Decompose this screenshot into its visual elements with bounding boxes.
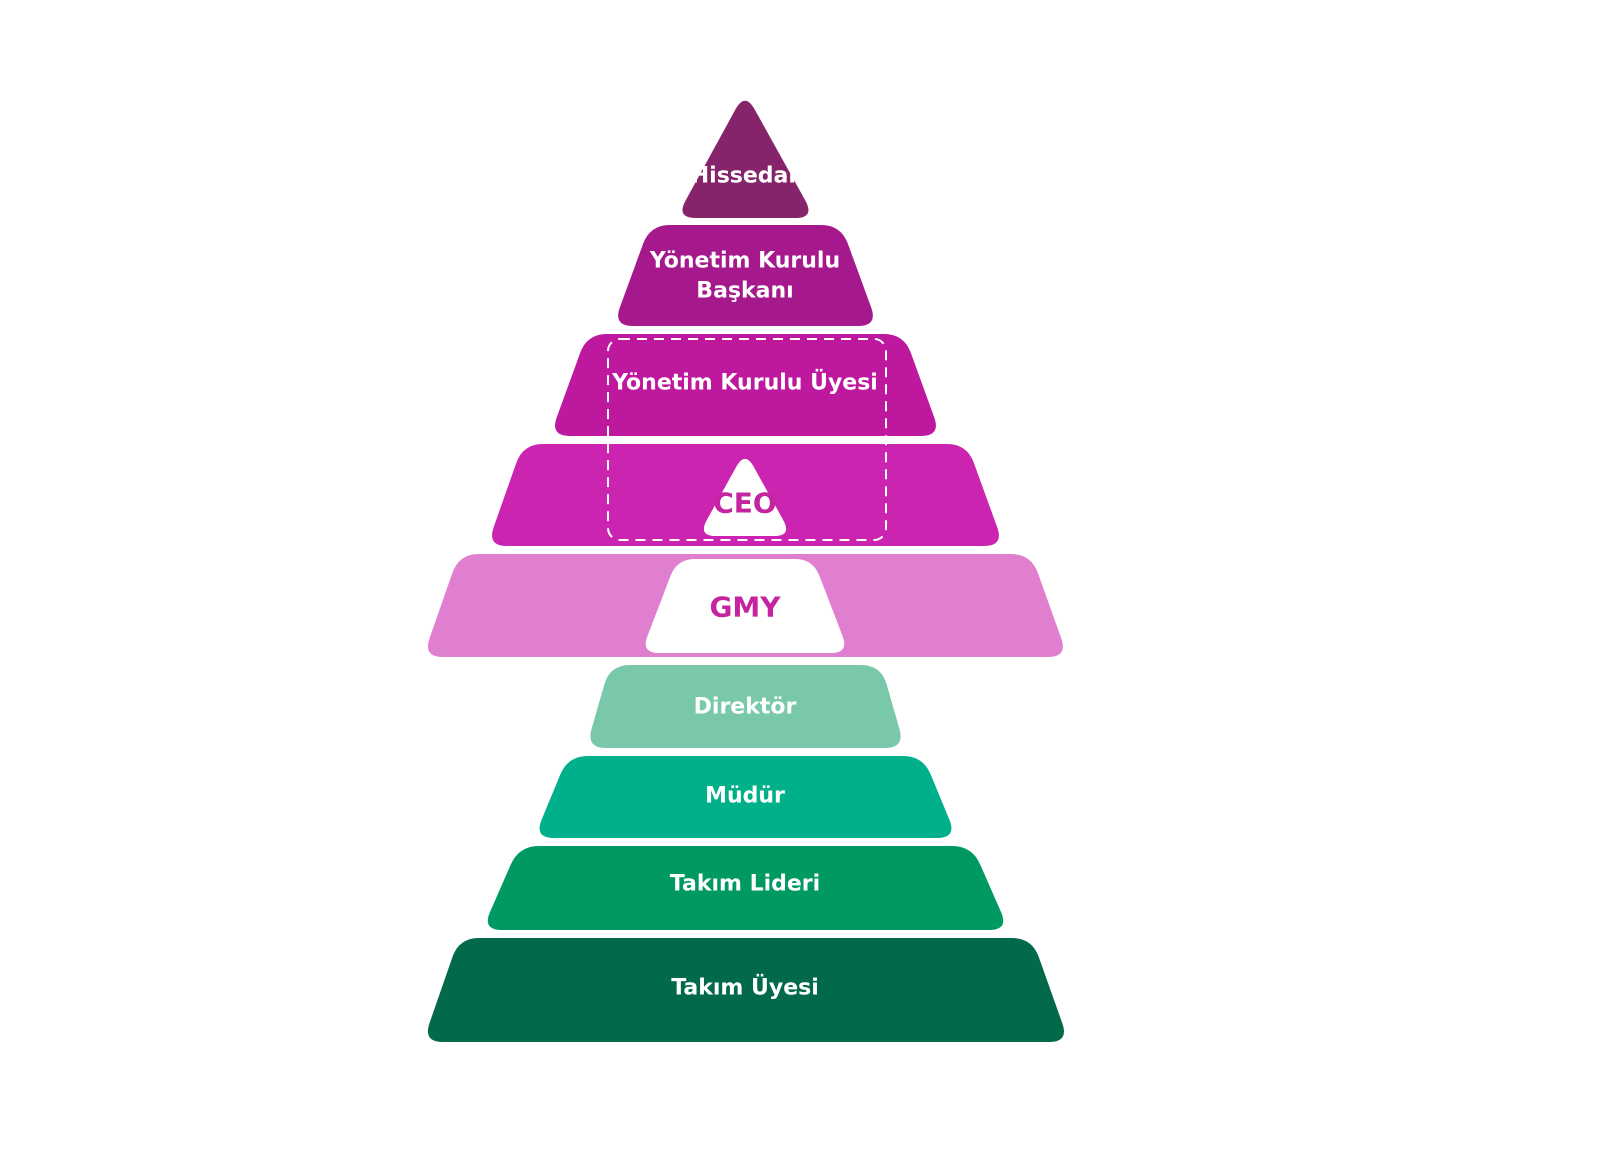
tier-direktor (590, 665, 901, 748)
tier-takim-uyesi (427, 938, 1064, 1042)
tier-label-yk-baskani-2: Başkanı (696, 279, 793, 304)
gmy-label: GMY (709, 591, 781, 624)
tier-label-direktor: Direktör (694, 695, 797, 720)
tier-label-mudur: Müdür (705, 784, 785, 809)
tier-label-takim-uyesi: Takım Üyesi (671, 975, 819, 1001)
tier-mudur (539, 756, 952, 838)
tier-label-yk-uyesi: Yönetim Kurulu Üyesi (611, 370, 878, 396)
tier-hissedar (682, 100, 809, 218)
tier-takim-lideri (487, 846, 1004, 930)
tier-label-hissedar: Hissedar (691, 164, 800, 189)
inner-layer: CEO GMY (607, 338, 887, 653)
tier-label-yk-baskani-1: Yönetim Kurulu (649, 249, 840, 274)
tier-yk-uyesi (555, 334, 936, 436)
tier-label-takim-lideri: Takım Lideri (670, 872, 820, 897)
board-ceo-dashed-group (607, 338, 887, 541)
ceo-label: CEO (713, 487, 776, 520)
ceo-shape (703, 458, 787, 536)
tier-yk-baskani (618, 225, 873, 326)
gmy-shape (645, 559, 845, 653)
